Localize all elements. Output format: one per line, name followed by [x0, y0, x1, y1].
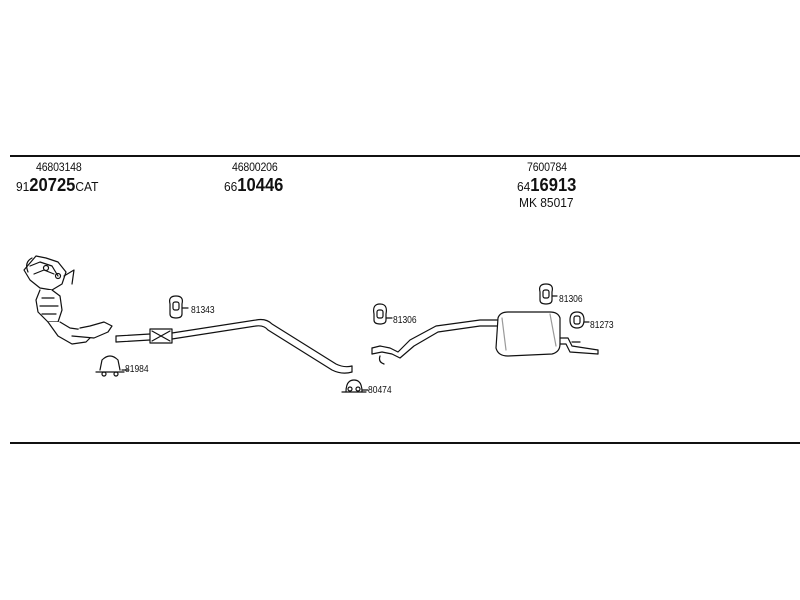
oe-number-catalyst: 46803148 — [36, 160, 82, 174]
callout-hanger-front: 81343 — [191, 305, 215, 316]
callout-hanger-tail: 81273 — [590, 320, 614, 331]
part-code-prefix: 64 — [517, 179, 531, 194]
top-divider — [10, 155, 800, 157]
part-code-main: 20725 — [29, 175, 76, 195]
hanger-tail-icon — [569, 311, 590, 329]
callout-hanger-rear: 81306 — [559, 294, 583, 305]
callout-hanger-mid: 81306 — [393, 315, 417, 326]
part-code-rear-silencer: 6416913 — [517, 175, 576, 196]
clamp-mid-icon — [341, 379, 369, 393]
rear-silencer-drawing — [371, 311, 599, 365]
part-code-main: 16913 — [530, 175, 577, 195]
mounting-kit-label: MK 85017 — [519, 195, 574, 210]
catalytic-converter-drawing — [23, 255, 113, 345]
clamp-front-icon — [95, 355, 129, 377]
oe-number-middle-pipe: 46800206 — [232, 160, 278, 174]
part-code-catalyst: 9120725CAT — [16, 175, 98, 196]
part-code-prefix: 91 — [16, 179, 30, 194]
bottom-divider — [10, 442, 800, 444]
hanger-mid-icon — [373, 303, 393, 325]
part-code-main: 10446 — [237, 175, 284, 195]
hanger-front-icon — [169, 295, 189, 319]
part-code-suffix: CAT — [75, 179, 99, 194]
middle-pipe-drawing — [115, 318, 353, 374]
part-code-middle-pipe: 6610446 — [224, 175, 283, 196]
part-code-prefix: 66 — [224, 179, 238, 194]
callout-clamp-mid: 80474 — [368, 385, 392, 396]
callout-clamp-front: 81984 — [125, 364, 149, 375]
oe-number-rear-silencer: 7600784 — [527, 160, 567, 174]
hanger-rear-icon — [539, 283, 558, 305]
